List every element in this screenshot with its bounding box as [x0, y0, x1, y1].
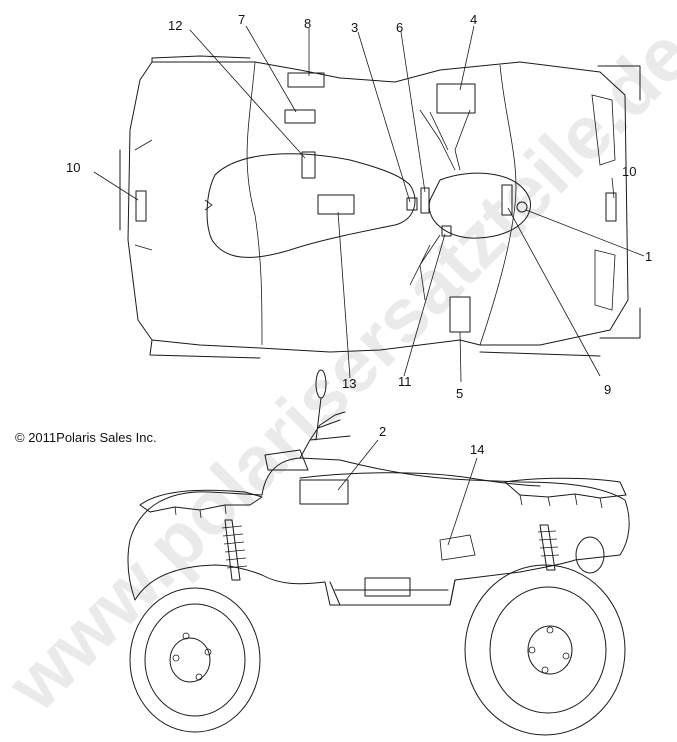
side-view	[127, 369, 630, 736]
decal-7	[284, 109, 316, 124]
callout-14: 14	[470, 442, 484, 457]
leader-lines-side	[337, 439, 478, 546]
rear-rack	[479, 65, 641, 357]
rear-fender-line	[479, 64, 517, 346]
front-wheel	[129, 587, 261, 733]
decal-10-rear	[605, 192, 617, 222]
seat	[206, 153, 416, 258]
side-seat	[299, 472, 541, 487]
decal-12	[301, 151, 316, 179]
decal-9	[501, 184, 513, 216]
handlebar-top	[428, 172, 531, 239]
front-rack	[119, 55, 261, 359]
front-fender-line	[246, 61, 263, 346]
decal-10-front	[135, 190, 147, 222]
callout-9: 9	[604, 382, 611, 397]
callout-1: 1	[645, 249, 652, 264]
decal-8	[287, 72, 325, 88]
side-decal-2	[299, 479, 349, 505]
copyright-text: © 2011Polaris Sales Inc.	[15, 430, 157, 445]
decal-6	[420, 187, 430, 214]
footwell	[329, 579, 456, 606]
rear-hub-cap	[575, 536, 605, 574]
callout-7: 7	[238, 12, 245, 27]
top-view	[119, 55, 641, 359]
callout-labels: 12 7 8 3 6 4 10 10 1 9 11 13 5 2 14	[66, 12, 652, 457]
leader-lines-top	[93, 25, 645, 383]
side-front-rack	[139, 489, 263, 513]
callout-5: 5	[456, 386, 463, 401]
side-handlebar	[299, 411, 351, 459]
side-body-outline	[127, 457, 630, 606]
callout-10-left: 10	[66, 160, 80, 175]
callout-12: 12	[168, 18, 182, 33]
callout-6: 6	[396, 20, 403, 35]
decal-1	[516, 201, 528, 213]
callout-13: 13	[342, 376, 356, 391]
watermark: www.polarisersatzteile.de	[0, 12, 677, 728]
decal-3	[406, 197, 418, 211]
callout-8: 8	[304, 16, 311, 31]
rear-wheel	[464, 564, 626, 736]
decal-4	[436, 83, 476, 114]
callout-11: 11	[398, 374, 412, 389]
callout-10-right: 10	[622, 164, 636, 179]
callout-3: 3	[351, 20, 358, 35]
decal-11	[441, 225, 452, 237]
callout-4: 4	[470, 12, 477, 27]
side-decal-panel	[364, 577, 411, 597]
side-rear-rack	[504, 477, 627, 499]
rear-shock	[539, 524, 556, 571]
callout-2: 2	[379, 424, 386, 439]
decal-13	[317, 194, 355, 215]
